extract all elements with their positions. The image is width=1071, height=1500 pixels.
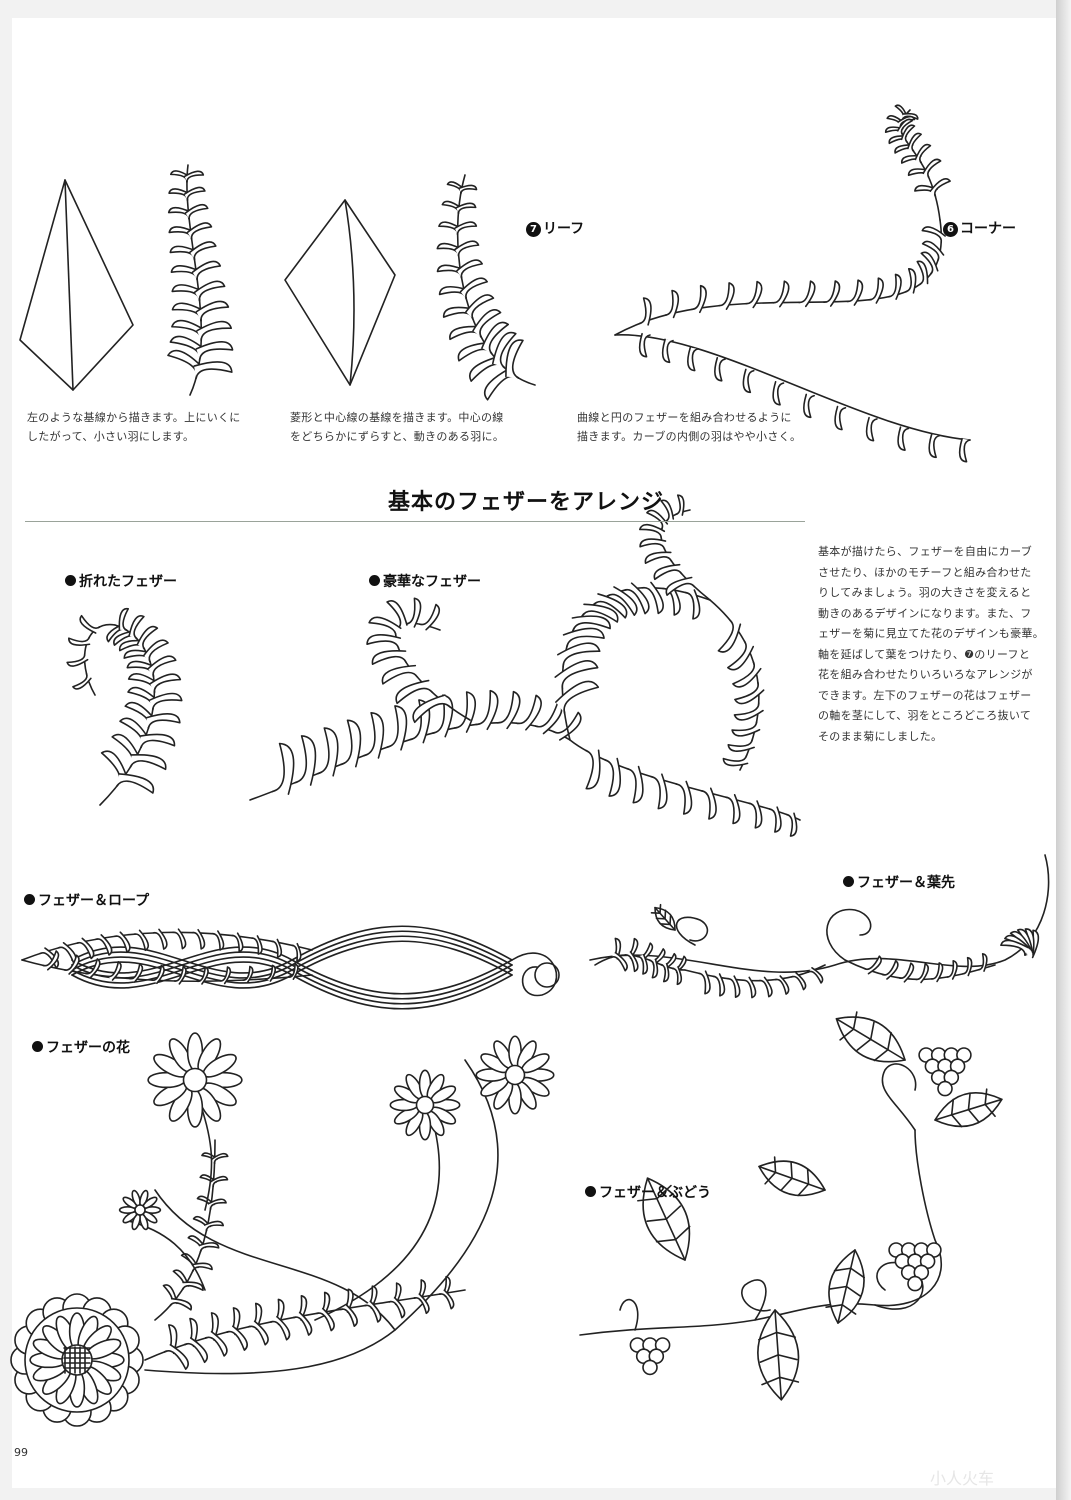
corner-feather-drawing	[614, 104, 971, 463]
label-feather-leaf-tip: フェザー＆葉先	[843, 872, 955, 892]
label-feather-flower: フェザーの花	[32, 1037, 130, 1057]
section-title: 基本のフェザーをアレンジ	[388, 489, 665, 515]
curved-leaf-feather-drawing	[436, 174, 536, 401]
bullet-icon	[585, 1186, 596, 1197]
bullet-icon	[24, 894, 35, 905]
label-feather-rope: フェザー＆ロープ	[24, 890, 149, 910]
feather-grape-drawing	[579, 1011, 1003, 1401]
caption-arrange-intro: 基本が描けたら、フェザーを自由にカーブ させたり、ほかのモチーフと組み合わせた …	[818, 545, 1044, 743]
diamond-baseline-drawing	[284, 199, 396, 386]
watermark: 小人火车	[930, 1469, 995, 1488]
page-number: 99	[14, 1446, 28, 1459]
caption-triangle-step: 左のような基線から描きます。上にいくに したがって、小さい羽にします。	[27, 411, 241, 443]
number-badge-icon: 6	[943, 222, 958, 237]
label-broken-feather: 折れたフェザー	[65, 571, 177, 591]
bullet-icon	[65, 575, 76, 586]
number-badge-icon: 7	[526, 222, 541, 237]
label-luxury-feather: 豪華なフェザー	[369, 571, 481, 591]
broken-feather-drawing	[66, 607, 183, 806]
caption-curve-step: 曲線と円のフェザーを組み合わせるように 描きます。カーブの内側の羽はやや小さく。	[577, 411, 802, 443]
bullet-icon	[369, 575, 380, 586]
caption-diamond-step: 菱形と中心線の基線を描きます。中心の線 をどちらかにずらすと、動きのある羽に。	[290, 411, 505, 443]
bullet-icon	[843, 876, 854, 887]
leaf-feather-drawing	[167, 164, 234, 396]
section-divider	[25, 521, 805, 522]
feather-rope-drawing	[21, 925, 560, 1010]
luxury-feather-drawing	[249, 494, 801, 837]
page-edge-shadow	[1056, 0, 1071, 1500]
feather-leaf-tip-drawing	[589, 854, 1050, 999]
book-page	[12, 18, 1056, 1488]
label-feather-grape: フェザー＆ぶどう	[585, 1182, 711, 1202]
bullet-icon	[32, 1041, 43, 1052]
feather-flower-drawing	[10, 1032, 555, 1427]
triangle-baseline-drawing	[19, 179, 134, 391]
